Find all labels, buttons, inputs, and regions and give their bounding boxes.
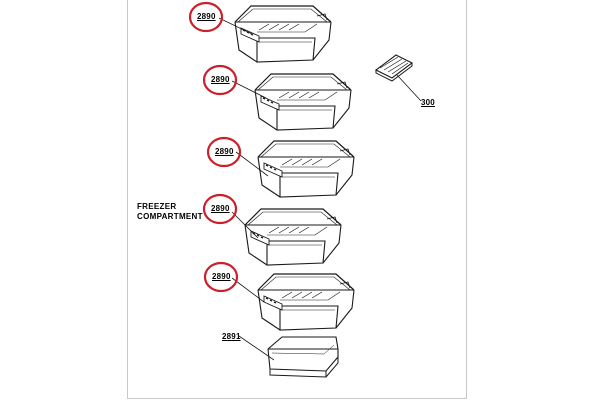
leader-line-3 bbox=[235, 151, 269, 177]
drawer-3 bbox=[257, 140, 355, 198]
part-number-label: 2890 bbox=[211, 204, 230, 213]
highlight-circle-4 bbox=[202, 193, 238, 225]
compartment-label-line1: FREEZER bbox=[137, 202, 177, 211]
tray-bottom bbox=[267, 336, 339, 378]
highlight-circle-5 bbox=[203, 261, 239, 293]
drawer-5 bbox=[257, 273, 355, 331]
part-number-label: 2891 bbox=[222, 332, 241, 341]
highlight-circle-3 bbox=[206, 136, 242, 168]
leader-line-1 bbox=[218, 17, 253, 35]
compartment-label: FREEZER COMPARTMENT bbox=[137, 202, 203, 222]
highlight-circle-2 bbox=[202, 64, 238, 96]
leader-line-4 bbox=[231, 211, 259, 239]
part-number-label: 2890 bbox=[215, 147, 234, 156]
leader-line-2 bbox=[231, 80, 267, 99]
part-number-label: 2890 bbox=[212, 272, 231, 281]
compartment-label-line2: COMPARTMENT bbox=[137, 212, 203, 221]
drawer-2 bbox=[254, 73, 352, 131]
small-part-300 bbox=[374, 54, 414, 82]
part-number-label: 2890 bbox=[211, 75, 230, 84]
leader-line-5 bbox=[231, 277, 265, 303]
leader-line-6 bbox=[238, 335, 275, 361]
highlight-circle-1 bbox=[188, 1, 224, 33]
part-number-label: 2890 bbox=[197, 12, 216, 21]
leader-line-7 bbox=[396, 74, 422, 102]
part-number-label: 300 bbox=[421, 98, 435, 107]
diagram-frame bbox=[127, 0, 467, 399]
drawer-1 bbox=[234, 5, 332, 63]
drawer-4 bbox=[244, 208, 342, 266]
